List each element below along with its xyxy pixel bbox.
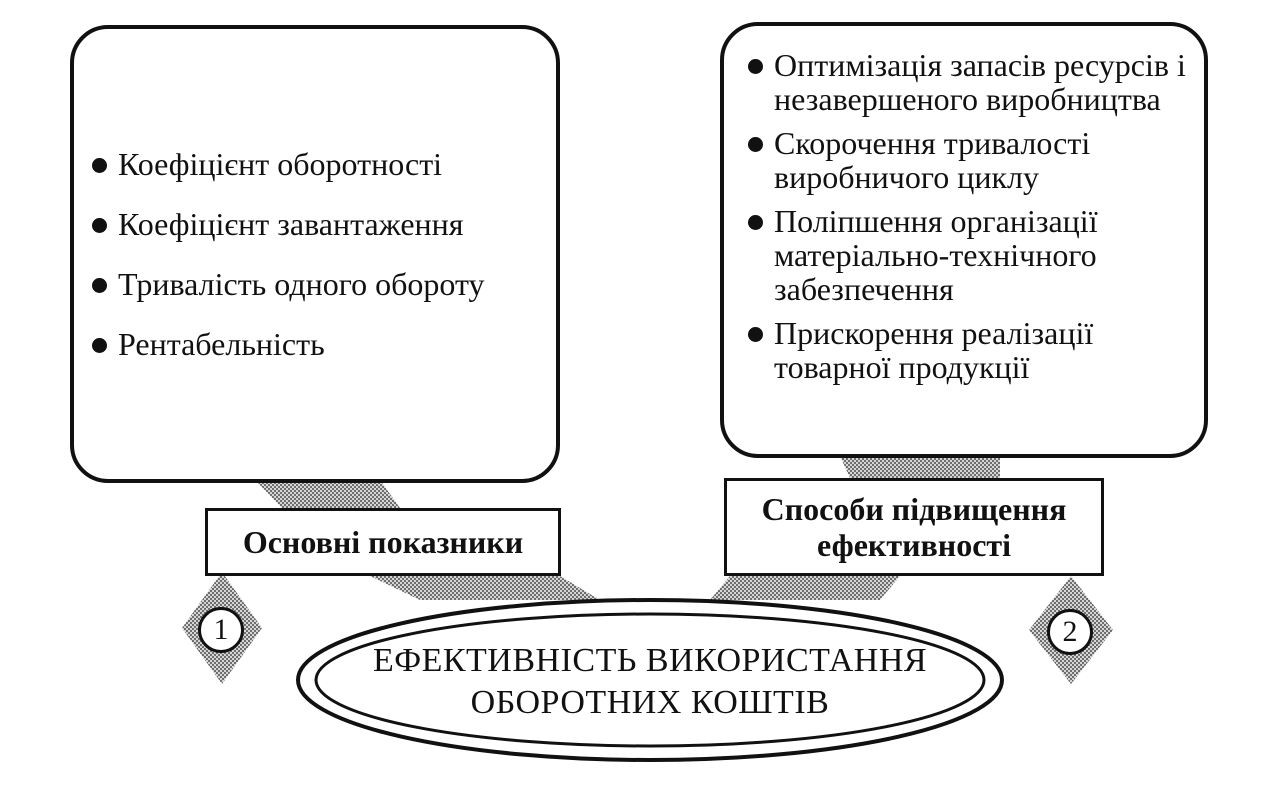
main-indicators-panel: Коефіцієнт оборотності Коефіцієнт завант… <box>70 25 560 483</box>
left-connector-lower <box>370 576 600 600</box>
center-title: ЕФЕКТИВНІСТЬ ВИКОРИСТАННЯ ОБОРОТНИХ КОШТ… <box>330 640 970 724</box>
center-title-line-2: ОБОРОТНИХ КОШТІВ <box>470 684 830 721</box>
left-connector-upper <box>255 480 400 508</box>
number-badge-2: 2 <box>1047 609 1093 655</box>
number-badge-1: 1 <box>198 607 244 653</box>
right-connector-upper <box>840 456 1000 478</box>
improvement-methods-panel: Оптимізація запасів ресурсів і незаверше… <box>720 22 1208 458</box>
method-item: Прискорення реалізації товарної продукці… <box>748 316 1188 384</box>
improvement-methods-label: Способи підвищення ефективності <box>724 478 1104 576</box>
indicator-item: Коефіцієнт завантаження <box>92 207 552 241</box>
main-indicators-list: Коефіцієнт оборотності Коефіцієнт завант… <box>92 147 552 387</box>
right-connector-lower <box>710 576 900 600</box>
indicator-item: Рентабельність <box>92 327 552 361</box>
method-item: Поліпшення організації матеріально-техні… <box>748 204 1188 306</box>
improvement-methods-list: Оптимізація запасів ресурсів і незаверше… <box>748 48 1188 394</box>
main-indicators-label: Основні показники <box>205 508 561 576</box>
indicator-item: Коефіцієнт оборотності <box>92 147 552 181</box>
method-item: Оптимізація запасів ресурсів і незаверше… <box>748 48 1188 116</box>
center-ellipse-inner <box>314 612 986 748</box>
method-item: Скорочення тривалості виробничого циклу <box>748 126 1188 194</box>
center-title-line-1: ЕФЕКТИВНІСТЬ ВИКОРИСТАННЯ <box>372 642 928 679</box>
indicator-item: Тривалість одного обороту <box>92 267 552 301</box>
